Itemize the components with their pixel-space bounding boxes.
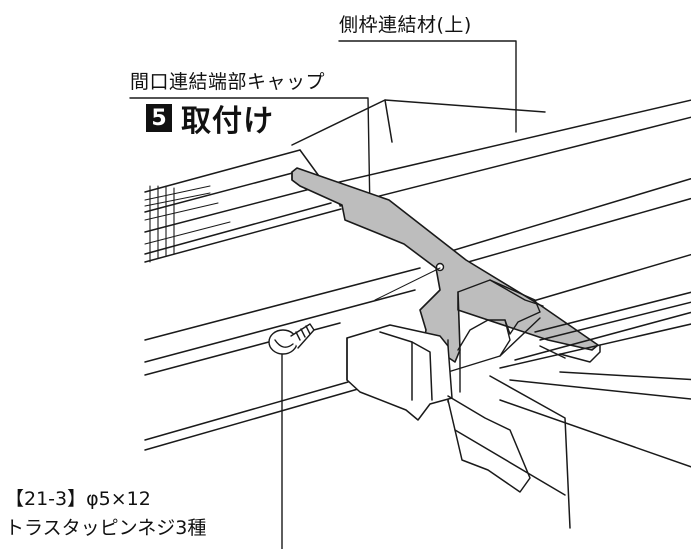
side-frame-connector-label: 側枠連結材(上): [339, 14, 472, 36]
screw-reference-label: 【21-3】φ5×12: [5, 488, 151, 510]
side-frame-connector: [144, 99, 691, 451]
end-cap-label: 間口連結端部キャップ: [130, 71, 326, 93]
clamp-bracket: [447, 279, 544, 403]
end-cap-plate: [291, 167, 599, 363]
end-cap-edge: [291, 171, 301, 187]
step-number-badge: 5: [146, 104, 172, 132]
leader-line-side-frame: [338, 40, 517, 133]
longitudinal-frame: [346, 291, 691, 529]
screw-name-label: トラスタッピンネジ3種: [5, 517, 207, 539]
screw-axis-line: [374, 267, 441, 301]
rail-profile: [144, 185, 231, 263]
tapping-screw: [268, 323, 315, 355]
step-title: 取付け: [181, 104, 274, 139]
step-heading: 5 取付け: [146, 96, 274, 140]
